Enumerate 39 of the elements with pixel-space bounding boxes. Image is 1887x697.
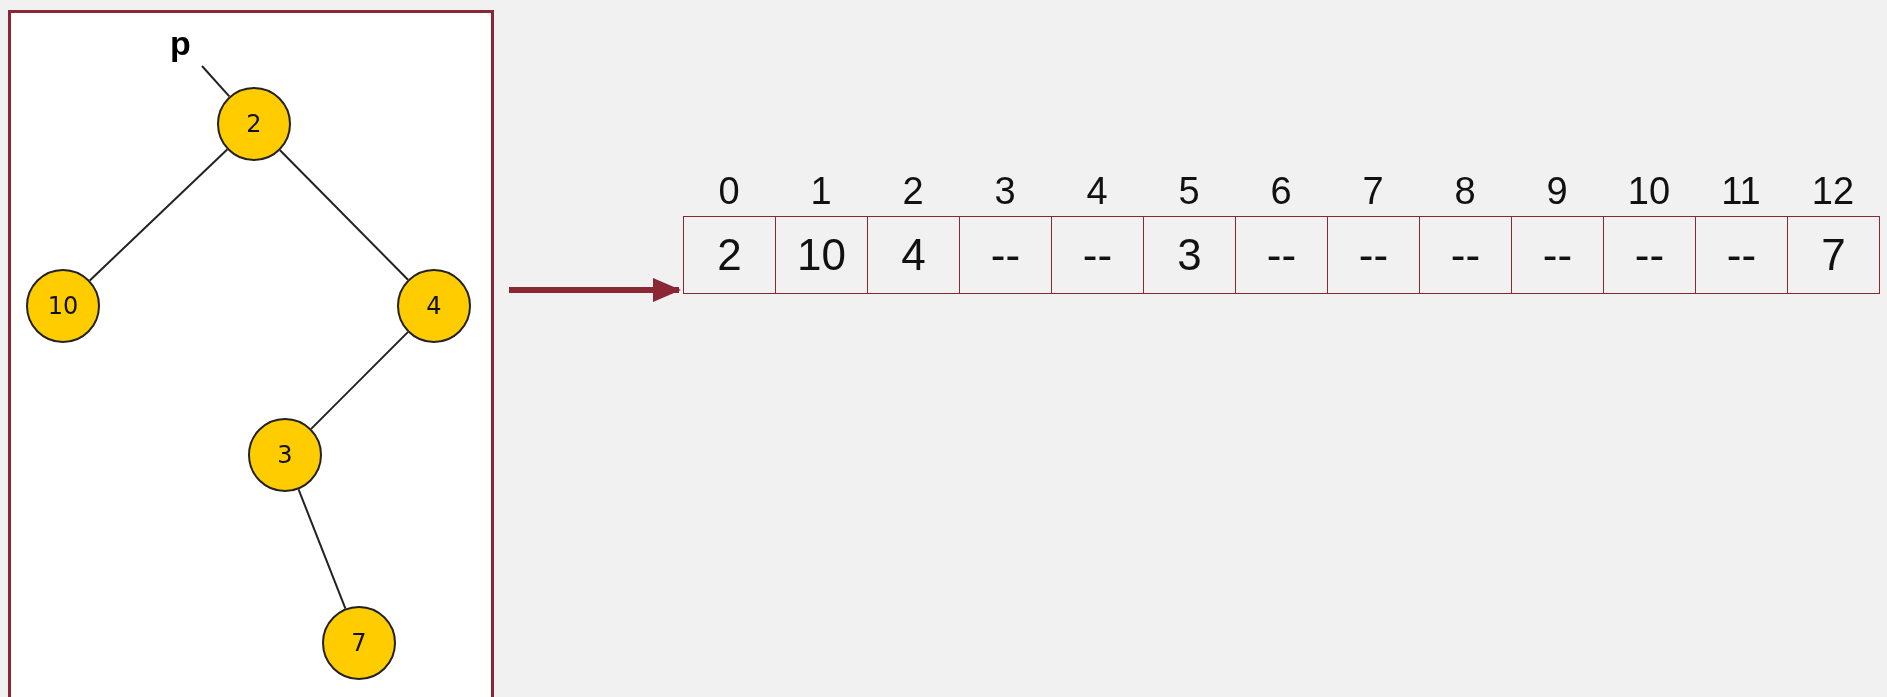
index-label: 5 (1177, 172, 1201, 210)
index-label: 2 (901, 172, 925, 210)
array-cell: -- (1695, 216, 1788, 294)
index-label: 12 (1810, 172, 1856, 210)
index-label: 8 (1453, 172, 1477, 210)
index-label: 1 (809, 172, 833, 210)
array-cell: -- (1419, 216, 1512, 294)
array-cell: -- (1603, 216, 1696, 294)
tree-node-circle: 4 (397, 269, 471, 343)
tree-edge (297, 488, 347, 610)
array-cell: 10 (775, 216, 868, 294)
array-cell: -- (1327, 216, 1420, 294)
array-cell: 2 (683, 216, 776, 294)
index-label: 9 (1545, 172, 1569, 210)
index-label: 11 (1720, 172, 1762, 210)
array-cell: 7 (1787, 216, 1880, 294)
index-label: 7 (1361, 172, 1385, 210)
array-cell: -- (1051, 216, 1144, 294)
tree-edge (88, 148, 229, 282)
tree-node-circle: 10 (26, 269, 100, 343)
index-label: 3 (993, 172, 1017, 210)
index-label: 0 (717, 172, 741, 210)
index-label: 6 (1269, 172, 1293, 210)
leader-line (201, 65, 231, 98)
pointer-label: p (170, 26, 191, 60)
tree-node-circle: 2 (217, 87, 291, 161)
tree-edge (310, 331, 409, 430)
tree-node-circle: 7 (322, 606, 396, 680)
index-label: 10 (1626, 172, 1672, 210)
tree-edge (279, 149, 409, 281)
array-cell: -- (959, 216, 1052, 294)
array-cell: -- (1235, 216, 1328, 294)
tree-panel (8, 10, 494, 697)
array-cell: 3 (1143, 216, 1236, 294)
array-cell: -- (1511, 216, 1604, 294)
array-cell: 4 (867, 216, 960, 294)
tree-node-circle: 3 (248, 418, 322, 492)
arrow (509, 278, 681, 302)
index-label: 4 (1085, 172, 1109, 210)
